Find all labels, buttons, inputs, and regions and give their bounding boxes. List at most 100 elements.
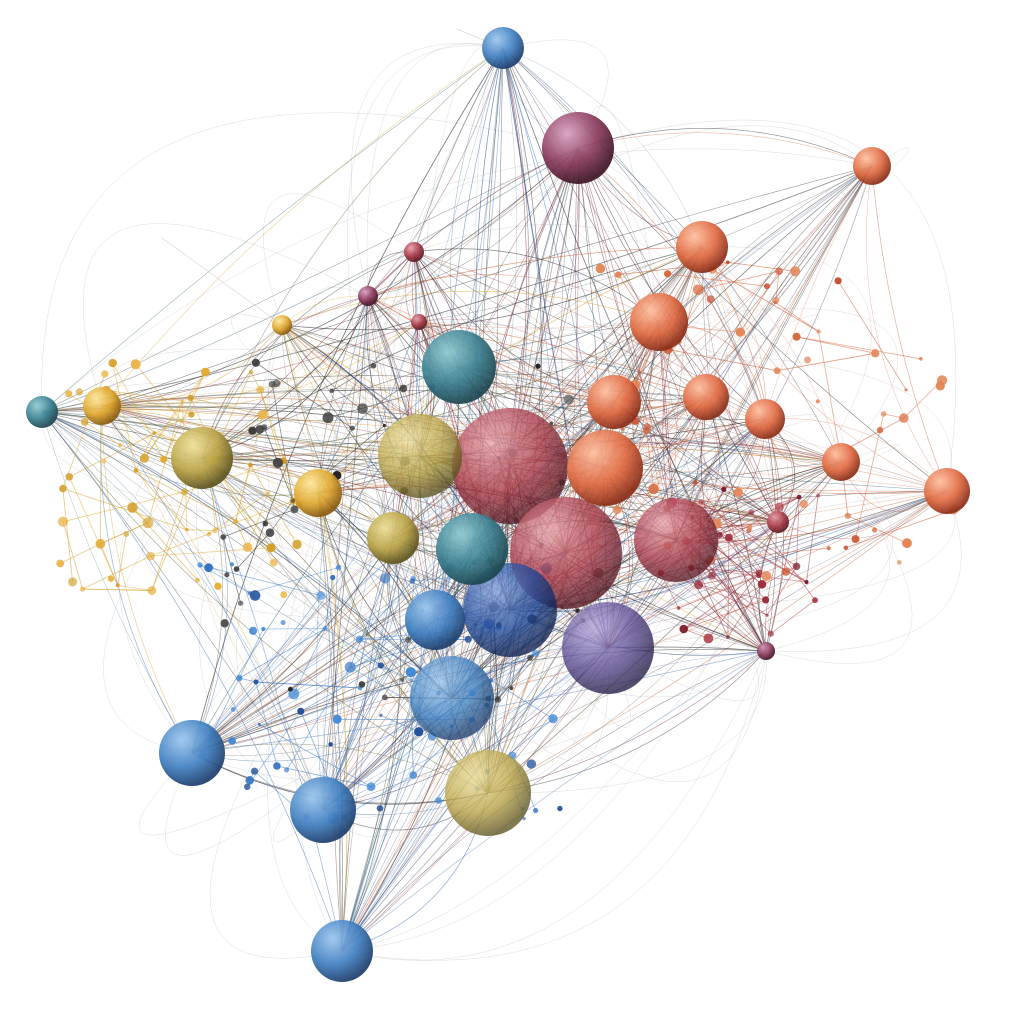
minor-node <box>357 403 368 414</box>
minor-node <box>826 546 831 551</box>
network-edge <box>701 246 842 463</box>
cluster-edge <box>144 371 206 459</box>
network-edge <box>367 147 579 297</box>
network-edge <box>101 321 420 407</box>
minor-node <box>880 411 887 417</box>
cluster-edge <box>694 482 767 577</box>
minor-node <box>494 696 501 703</box>
cluster-edge <box>497 657 531 700</box>
cluster-edge <box>349 578 386 668</box>
halo-arc <box>82 223 369 407</box>
minor-node <box>790 266 801 277</box>
minor-node <box>147 586 157 595</box>
network-edge <box>191 455 421 754</box>
cluster-edge <box>117 584 152 591</box>
minor-node <box>268 380 276 388</box>
halo-arc <box>41 411 394 539</box>
cluster-edge <box>132 507 198 581</box>
minor-node <box>266 543 276 553</box>
minor-node <box>220 534 227 540</box>
halo-arc <box>341 650 767 961</box>
minor-node <box>757 580 767 589</box>
cluster-edge <box>331 388 404 392</box>
cluster-edge <box>646 430 654 490</box>
minor-node <box>716 532 723 538</box>
minor-node <box>812 597 818 604</box>
node-olive <box>171 427 233 489</box>
minor-node <box>236 674 243 682</box>
cluster-edge <box>106 389 183 402</box>
cluster-edge <box>269 500 294 533</box>
minor-node <box>248 369 254 375</box>
network-edge <box>41 411 453 699</box>
network-edge <box>201 457 489 794</box>
minor-node <box>188 411 195 418</box>
cluster-edge <box>700 501 797 567</box>
minor-node <box>180 399 185 403</box>
minor-node <box>693 284 704 296</box>
network-edge <box>317 492 348 952</box>
network-edge <box>451 490 948 699</box>
network-edge <box>458 366 842 463</box>
network-edge <box>341 418 766 952</box>
cluster-edge <box>117 533 127 586</box>
network-edge <box>41 147 579 413</box>
cluster-edge <box>247 492 269 548</box>
minor-node <box>764 283 770 290</box>
cluster-edge <box>716 523 750 528</box>
network-edge <box>332 295 369 952</box>
minor-node <box>815 399 820 404</box>
network-edge <box>201 457 489 794</box>
node-red <box>767 511 789 533</box>
minor-node <box>532 649 540 658</box>
network-edge <box>41 165 873 413</box>
minor-node <box>142 517 154 529</box>
halo-arc <box>613 314 820 403</box>
network-edge <box>322 455 421 811</box>
halo-arc <box>262 193 415 326</box>
cluster-edge <box>359 580 413 640</box>
minor-node <box>643 423 651 431</box>
minor-node <box>266 491 270 495</box>
cluster-edge <box>239 628 326 679</box>
minor-node <box>68 577 78 587</box>
minor-node <box>330 574 336 581</box>
cluster-edge <box>700 501 807 583</box>
halo-arc <box>138 697 453 836</box>
minor-node <box>256 385 265 394</box>
halo-arc <box>458 320 767 420</box>
minor-node <box>648 483 659 495</box>
minor-node <box>80 418 89 426</box>
minor-node <box>899 413 909 423</box>
network-edge <box>392 251 416 539</box>
minor-node <box>290 505 299 514</box>
minor-node <box>316 591 326 600</box>
minor-node <box>904 388 908 392</box>
cluster-edge <box>151 491 185 591</box>
minor-node <box>59 484 67 493</box>
network-edge <box>201 147 579 459</box>
minor-node <box>251 358 260 367</box>
node-blue <box>311 920 373 982</box>
minor-node <box>233 566 240 572</box>
network-edge <box>41 408 319 494</box>
minor-node <box>224 572 230 578</box>
node-blue <box>159 720 225 786</box>
network-edge <box>675 165 873 541</box>
network-edge <box>281 324 394 539</box>
node-teal <box>422 330 496 404</box>
cluster-edge <box>770 497 800 634</box>
network-edge <box>413 248 660 323</box>
minor-node <box>248 426 257 435</box>
network-edge <box>341 455 421 952</box>
minor-node <box>377 662 384 669</box>
node-red <box>452 408 568 524</box>
network-edge <box>101 321 420 407</box>
minor-node <box>726 635 730 639</box>
minor-node <box>575 608 580 613</box>
cluster-edge <box>698 584 768 616</box>
network-edge <box>101 405 324 811</box>
cluster-edge <box>84 421 121 446</box>
minor-node <box>207 531 212 536</box>
network-edge <box>201 251 415 459</box>
